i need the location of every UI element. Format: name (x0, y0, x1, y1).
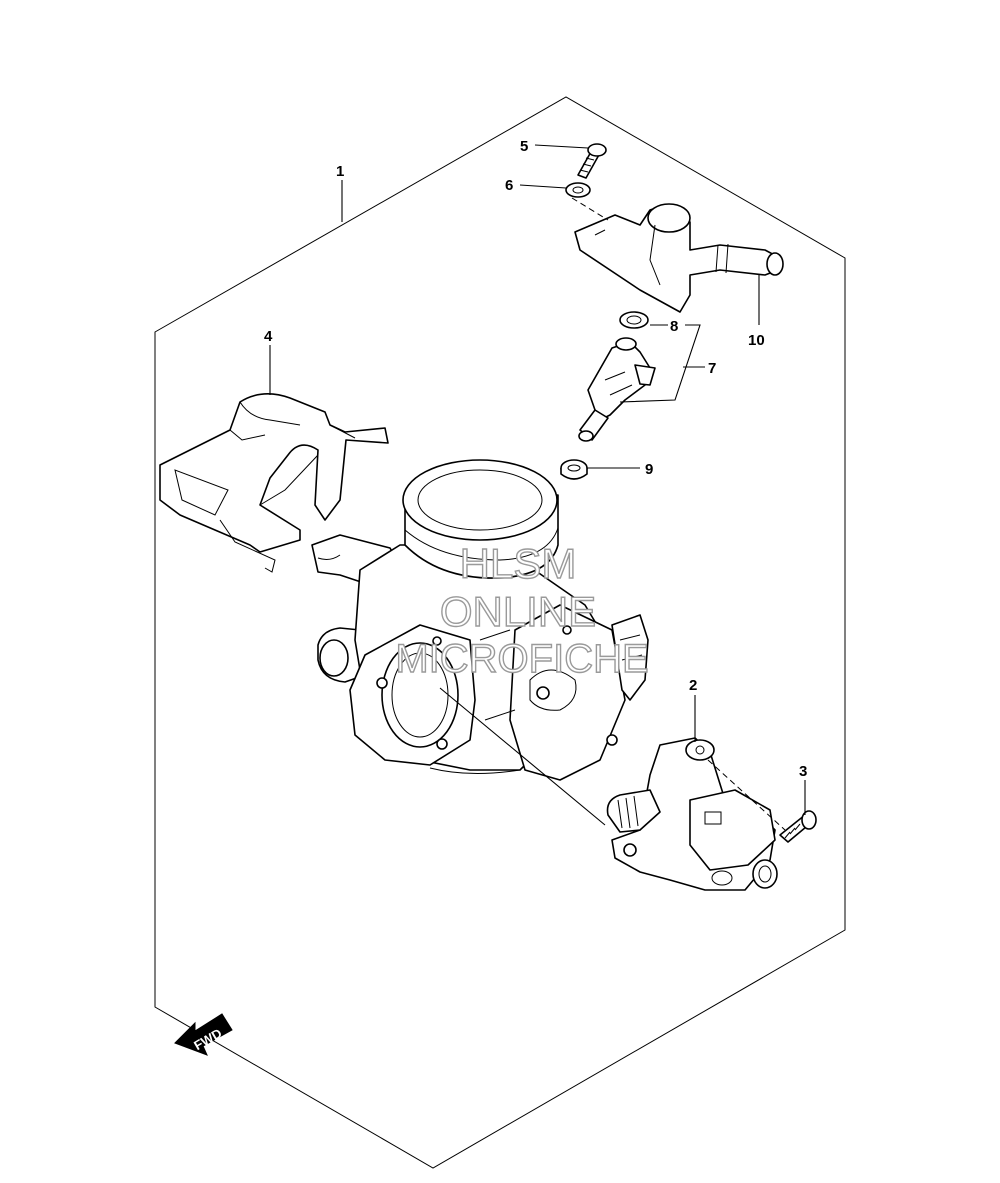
assembly-outline (154, 96, 846, 1169)
part-1-throttle-body[interactable] (311, 459, 649, 781)
callout-5: 5 (520, 138, 528, 155)
callout-1: 1 (336, 163, 344, 180)
part-6-washer[interactable] (565, 182, 591, 198)
fwd-arrow-icon (174, 1013, 233, 1056)
leader-lines (269, 144, 806, 831)
part-9-seal[interactable] (560, 459, 588, 480)
watermark-line-3: MICROFICHE (395, 637, 648, 681)
callout-3: 3 (799, 763, 807, 780)
callout-2: 2 (689, 677, 697, 694)
callout-4: 4 (264, 328, 273, 345)
part-8-o-ring[interactable] (619, 311, 649, 329)
callout-10: 10 (748, 332, 765, 349)
part-3-screw[interactable] (779, 810, 817, 843)
callout-8: 8 (670, 318, 678, 335)
part-5-screw[interactable] (577, 143, 607, 179)
part-10-fuel-pipe[interactable] (574, 203, 784, 313)
watermark: HLSM ONLINE MICROFICHE (395, 539, 650, 681)
part-7-fuel-injector[interactable] (578, 337, 656, 442)
callout-9: 9 (645, 461, 653, 478)
callout-labels: 1 2 3 4 5 6 7 8 9 10 (264, 138, 807, 780)
part-4-bracket[interactable] (159, 393, 389, 573)
watermark-line-1: HLSM (460, 540, 577, 587)
callout-6: 6 (505, 177, 513, 194)
callout-7: 7 (708, 360, 716, 377)
watermark-line-2: ONLINE (440, 588, 596, 635)
fwd-direction-arrow: FWD (174, 1013, 233, 1056)
part-2-iac-valve[interactable] (606, 737, 778, 891)
